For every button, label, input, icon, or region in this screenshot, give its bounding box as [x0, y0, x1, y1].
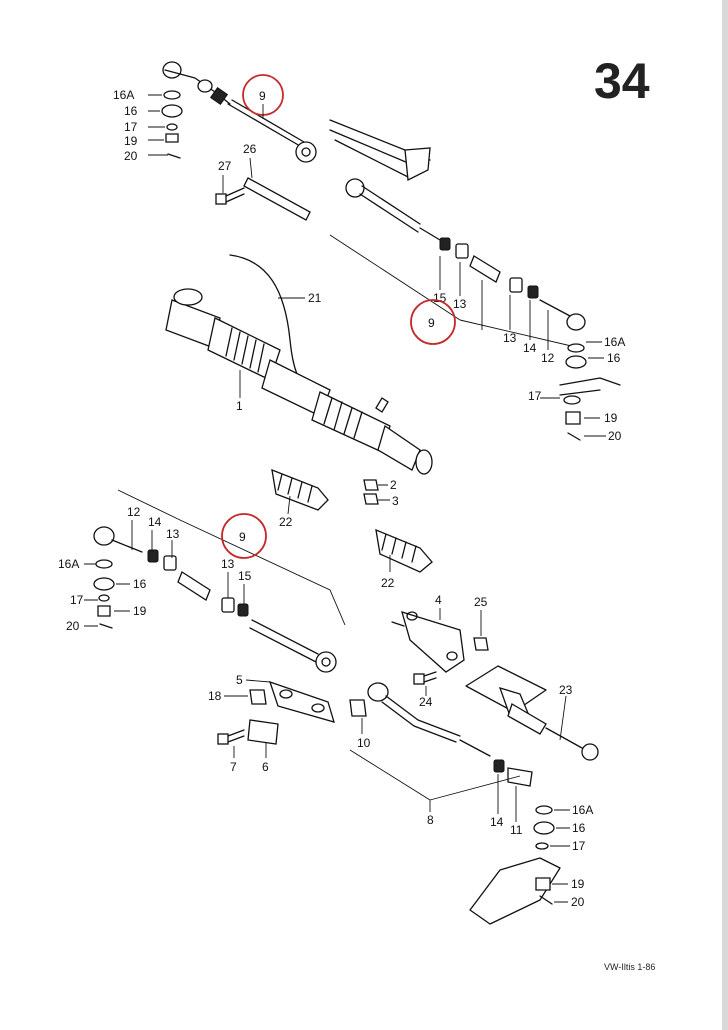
boot-22-lower	[375, 528, 433, 573]
bracket-4	[391, 611, 465, 673]
callout-20: 20	[608, 429, 622, 443]
callout-12: 12	[541, 351, 555, 365]
callout-15: 15	[433, 291, 447, 305]
callout-13: 13	[453, 297, 467, 311]
callout-27: 27	[218, 159, 232, 173]
nuts-2-3	[363, 479, 379, 505]
callout-16a: 16A	[58, 557, 79, 571]
bracket-5	[268, 680, 335, 723]
callout-23: 23	[559, 683, 573, 697]
hose-21	[229, 254, 301, 381]
callout-13: 13	[221, 557, 235, 571]
callout-20: 20	[124, 149, 138, 163]
nuts-right	[439, 237, 586, 331]
damper-23	[465, 665, 599, 761]
strap-26	[243, 177, 311, 221]
callout-20: 20	[66, 619, 80, 633]
callout-17: 17	[528, 389, 542, 403]
callout-14: 14	[148, 515, 162, 529]
callout-1: 1	[236, 399, 243, 413]
tie-rod-top	[227, 99, 317, 163]
steering-rack-1	[165, 288, 433, 475]
callout-24: 24	[419, 695, 433, 709]
tie-rod-right	[345, 178, 441, 241]
callout-17: 17	[572, 839, 586, 853]
callout-13: 13	[503, 331, 517, 345]
callout-3: 3	[392, 494, 399, 508]
nut-18	[249, 689, 267, 705]
callout-7: 7	[230, 760, 237, 774]
mounting-bracket-top	[329, 119, 431, 182]
highlight-circle-lower	[221, 513, 267, 559]
nut-25	[473, 637, 489, 651]
callout-25: 25	[474, 595, 488, 609]
callout-22: 22	[381, 576, 395, 590]
callout-19: 19	[133, 604, 147, 618]
bushing-10	[349, 699, 367, 717]
footer-code: VW-Iltis 1-86	[604, 962, 655, 972]
callout-21: 21	[308, 291, 322, 305]
boot-22-upper	[271, 468, 329, 511]
callout-11: 11	[510, 823, 523, 837]
plate-6	[247, 719, 279, 745]
callout-2: 2	[390, 478, 397, 492]
callout-16: 16	[133, 577, 147, 591]
callout-19: 19	[124, 134, 138, 148]
callout-13: 13	[166, 527, 180, 541]
callout-16: 16	[124, 104, 138, 118]
page-number: 34	[594, 53, 650, 109]
callout-19: 19	[571, 877, 585, 891]
washers-top-right	[559, 343, 621, 441]
washers-lower-right	[469, 805, 561, 925]
callout-14: 14	[490, 815, 504, 829]
callout-4: 4	[435, 593, 442, 607]
tie-rod-end-top-left	[162, 61, 231, 106]
callout-17: 17	[70, 593, 84, 607]
callout-15: 15	[238, 569, 252, 583]
callout-26: 26	[243, 142, 257, 156]
callout-16a: 16A	[604, 335, 625, 349]
callout-20: 20	[571, 895, 585, 909]
tie-rod-lower	[249, 619, 337, 673]
callout-17: 17	[124, 120, 138, 134]
callout-16: 16	[572, 821, 586, 835]
callout-16a: 16A	[113, 88, 134, 102]
callout-6: 6	[262, 760, 269, 774]
callout-16a: 16A	[572, 803, 593, 817]
callout-9: 9	[239, 530, 246, 544]
washers-lower-left	[93, 559, 115, 629]
callout-18: 18	[208, 689, 222, 703]
drag-link-8	[367, 682, 533, 787]
washers-top-left	[161, 90, 183, 159]
callout-16: 16	[607, 351, 621, 365]
callout-5: 5	[236, 673, 243, 687]
callout-19: 19	[604, 411, 618, 425]
callout-9: 9	[428, 316, 435, 330]
callout-12: 12	[127, 505, 141, 519]
bolt-27	[215, 187, 245, 205]
highlight-circle-middle	[410, 299, 456, 345]
callout-9: 9	[259, 89, 266, 103]
callout-10: 10	[357, 736, 371, 750]
bolt-24	[413, 671, 437, 685]
callout-14: 14	[523, 341, 537, 355]
tie-rod-end-lower-left	[93, 526, 249, 617]
bolt-7	[217, 729, 245, 745]
callout-22: 22	[279, 515, 293, 529]
callout-8: 8	[427, 813, 434, 827]
